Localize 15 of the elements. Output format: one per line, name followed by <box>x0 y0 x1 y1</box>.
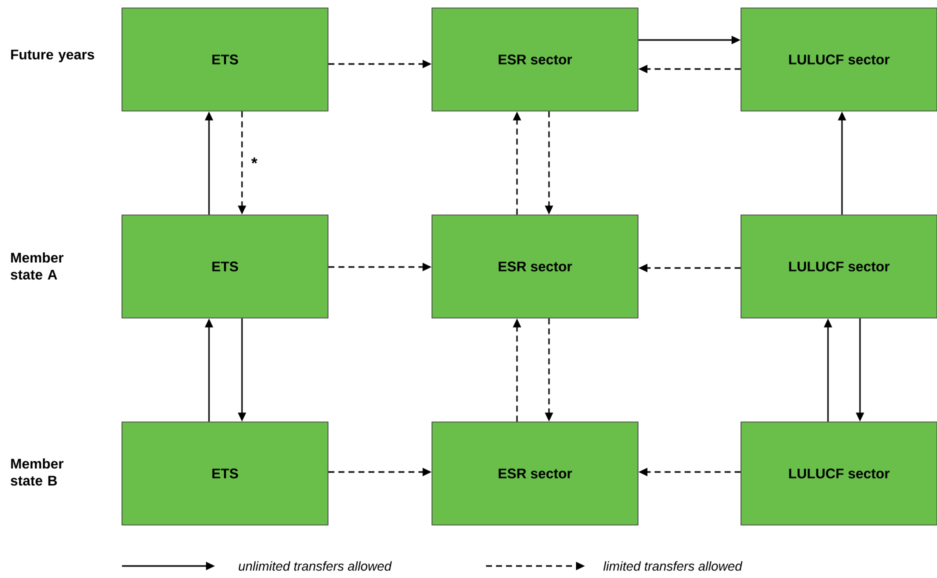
legend-text: unlimited transfers allowed <box>238 561 392 571</box>
sector-box: ESR sector <box>432 8 638 112</box>
sector-box: LULUCF sector <box>740 214 937 318</box>
sector-box: ESR sector <box>432 214 638 318</box>
sector-box: ETS <box>122 214 328 318</box>
row-label: Future years <box>11 50 94 62</box>
edge-label: * <box>250 156 258 170</box>
row-label: Member state B <box>10 458 64 486</box>
sector-box: ETS <box>122 422 328 526</box>
sector-box: LULUCF sector <box>740 422 937 526</box>
row-label: Member state A <box>10 252 64 280</box>
sector-box: LULUCF sector <box>740 8 937 112</box>
sector-box: ESR sector <box>432 422 638 526</box>
sector-box: ETS <box>122 8 328 112</box>
legend-text: limited transfers allowed <box>603 561 742 571</box>
